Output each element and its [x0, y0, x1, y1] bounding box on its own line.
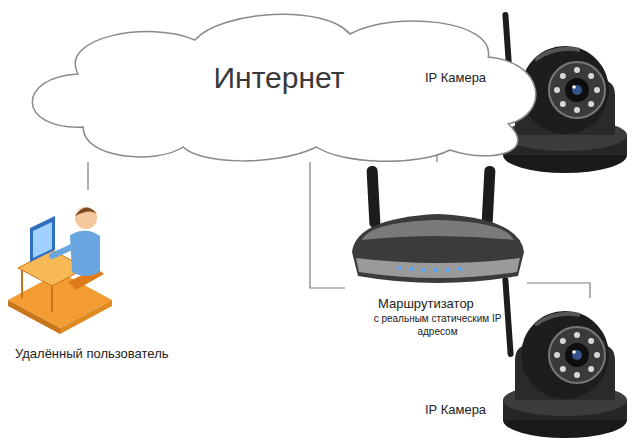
connector-line	[87, 162, 88, 190]
desk-leg	[21, 270, 23, 298]
router-name: Маршрутизатор	[378, 296, 474, 312]
router-highlight	[362, 220, 514, 240]
monitor-screen	[33, 222, 52, 258]
camera-node: IP Камера	[495, 15, 632, 177]
router-antenna	[481, 166, 495, 228]
router-led	[422, 268, 426, 272]
desk-leg	[51, 286, 53, 312]
person-arm	[52, 246, 74, 256]
router-led	[434, 268, 438, 272]
router-antenna	[366, 166, 380, 228]
router-led	[446, 268, 450, 272]
router-led	[410, 267, 414, 271]
camera-label: IP Камера	[425, 70, 486, 86]
person-body	[70, 231, 100, 276]
floor-side	[60, 300, 112, 334]
camera-picture	[502, 277, 627, 438]
connector-line	[310, 162, 345, 288]
user-node: Удалённый пользователь	[5, 190, 117, 335]
router-note: с реальным статическим IP адресом	[370, 313, 505, 338]
router-body	[352, 214, 524, 283]
router-front	[356, 258, 520, 278]
user-label: Удалённый пользователь	[15, 346, 169, 362]
router-led	[398, 266, 402, 270]
connector-line	[527, 283, 590, 298]
camera-node: IP Камера	[500, 298, 632, 440]
router-led	[458, 267, 462, 271]
router-node: Маршрутизаторс реальным статическим IP а…	[345, 162, 527, 290]
person-head	[75, 207, 97, 229]
camera-label: IP Камера	[425, 402, 486, 418]
person-hair	[75, 207, 97, 216]
